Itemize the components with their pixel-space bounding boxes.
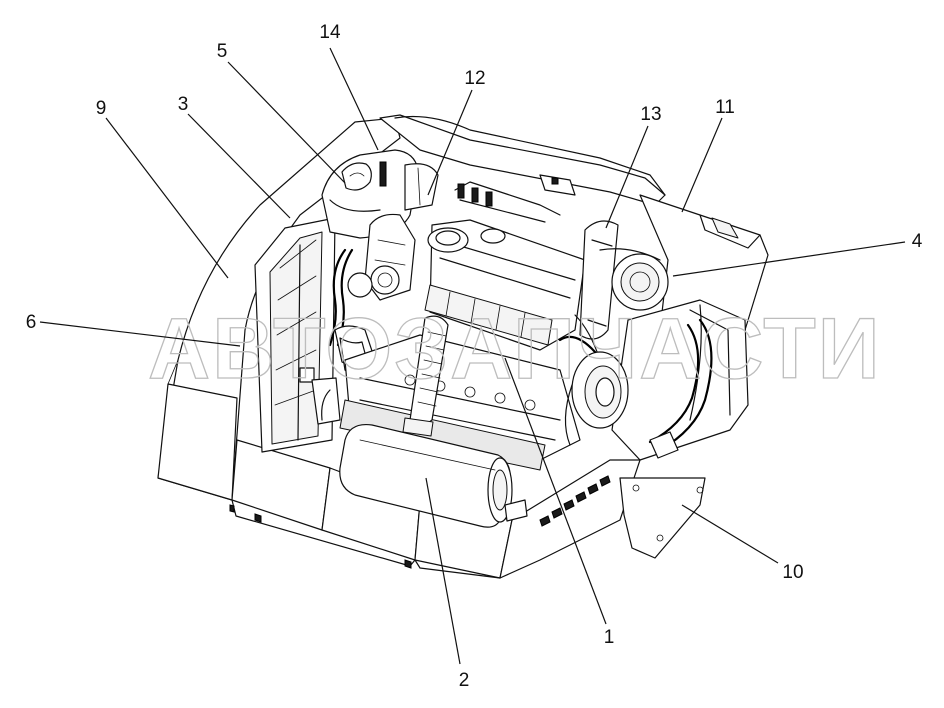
callout-11: 11 [715, 97, 735, 118]
callout-3: 3 [178, 94, 189, 115]
leader-14 [329, 47, 379, 151]
callout-4: 4 [912, 231, 923, 252]
crankshaft-pulley [558, 335, 629, 446]
leader-11 [681, 117, 723, 213]
callout-13: 13 [640, 104, 661, 125]
leader-lines [39, 47, 906, 665]
leader-2 [425, 477, 461, 665]
exhaust-pipe [648, 318, 713, 459]
callout-10: 10 [782, 562, 803, 583]
callout-labels: 14 5 3 9 12 13 11 4 6 10 1 2 [26, 22, 923, 691]
engine-enclosure [157, 114, 769, 579]
callout-6: 6 [26, 312, 37, 333]
callout-5: 5 [217, 41, 228, 62]
callout-9: 9 [96, 98, 107, 119]
callout-12: 12 [464, 68, 485, 89]
leader-4 [672, 241, 906, 277]
callout-2: 2 [459, 670, 470, 691]
leader-6 [39, 321, 241, 347]
engine-block [339, 174, 586, 471]
callout-1: 1 [604, 627, 615, 648]
leader-13 [605, 125, 649, 229]
radiator [254, 217, 341, 453]
muffler [339, 423, 528, 528]
leader-3 [187, 113, 291, 219]
leader-10 [681, 504, 779, 564]
callout-14: 14 [319, 22, 341, 43]
corrugated-hose [402, 315, 449, 437]
leader-9 [105, 117, 229, 279]
leader-5 [227, 61, 346, 184]
leader-1 [504, 357, 607, 625]
leader-12 [427, 89, 473, 196]
turbocharger [574, 220, 669, 361]
